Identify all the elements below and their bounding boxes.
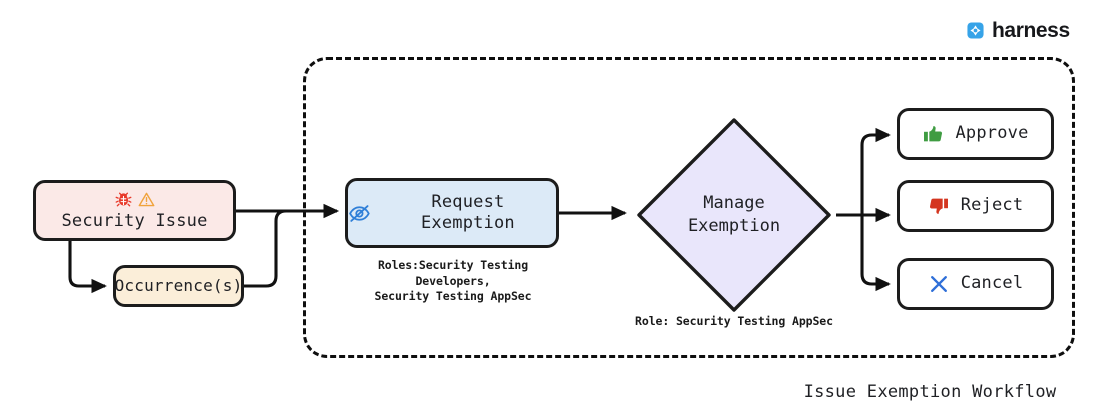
thumbs-down-icon [929,198,948,214]
warning-triangle-icon [138,193,154,207]
security-issue-icon-row [115,190,155,209]
thumbs-up-icon [924,126,943,142]
workflow-boundary [303,57,1075,358]
eye-slash-icon [349,204,370,222]
caption-request-exemption-roles: Roles:Security Testing Developers, Secur… [374,258,532,304]
node-cancel[interactable]: Cancel [897,258,1054,310]
harness-wordmark: harness [992,19,1070,42]
node-cancel-label: Cancel [960,273,1024,294]
figure-title: Issue Exemption Workflow [803,382,1057,402]
node-security-issue[interactable]: Security Issue [33,180,236,241]
harness-logo: harness [965,20,1070,41]
bug-icon [115,192,131,207]
manage-exemption-diamond-shape [637,118,831,312]
node-approve[interactable]: Approve [897,108,1054,160]
harness-diamond-icon [967,22,984,39]
edge-security-to-occurrences [68,241,107,294]
node-occurrences[interactable]: Occurrence(s) [113,265,244,307]
node-request-exemption[interactable]: Request Exemption [345,178,559,248]
cross-icon [930,276,947,292]
node-reject-label: Reject [960,195,1024,216]
node-manage-exemption[interactable]: Manage Exemption [632,113,836,317]
node-request-exemption-label: Request Exemption [420,191,515,233]
caption-manage-exemption-role: Role: Security Testing AppSec [635,314,833,328]
node-approve-label: Approve [955,123,1029,144]
node-security-issue-label: Security Issue [61,211,208,232]
node-reject[interactable]: Reject [897,180,1054,232]
node-occurrences-label: Occurrence(s) [114,276,243,295]
